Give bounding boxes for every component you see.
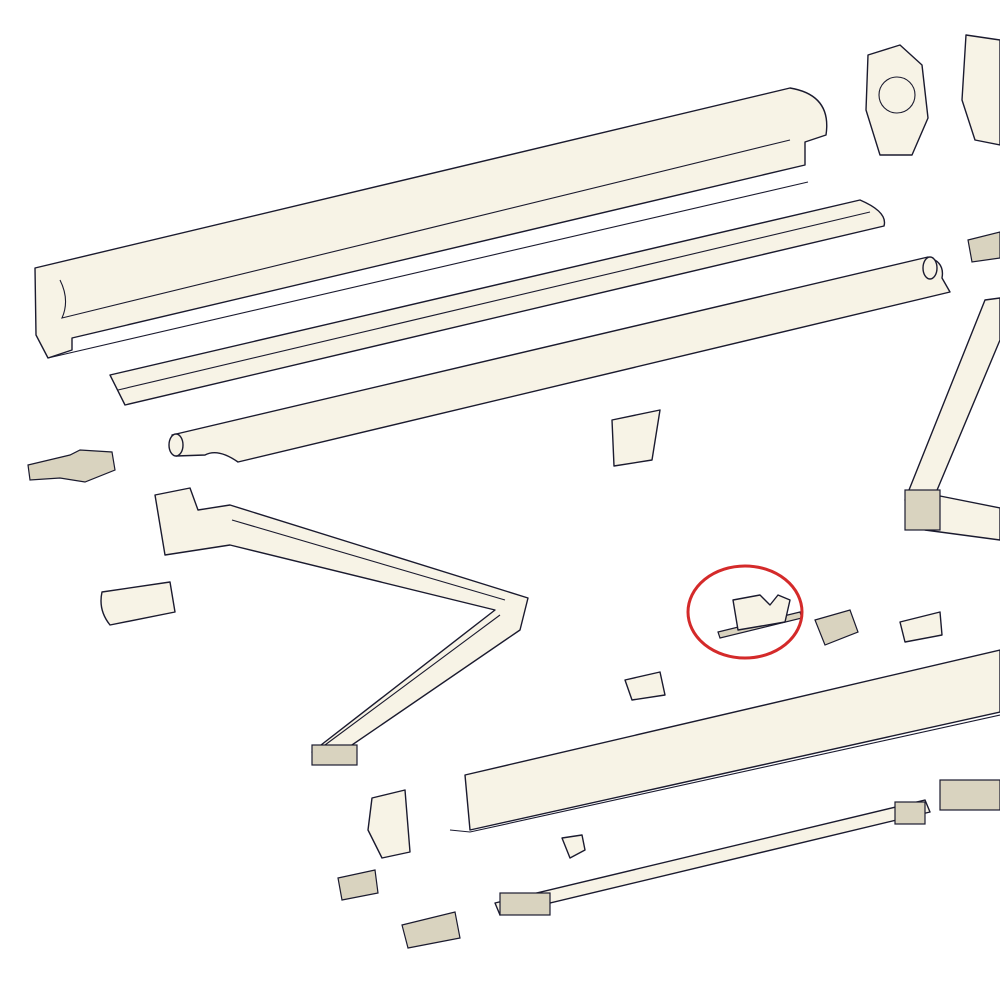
small-knob	[561, 834, 586, 859]
highlight-circle	[686, 564, 804, 660]
support-clip	[624, 671, 666, 701]
hinge-part	[899, 611, 943, 643]
roller-tube	[168, 256, 951, 463]
slide-insert	[401, 911, 461, 949]
arm-bracket-clip[interactable]	[717, 594, 803, 639]
end-bracket-left	[27, 449, 116, 483]
end-cap-small	[967, 231, 1000, 263]
mount-bracket	[814, 609, 859, 646]
right-folding-arm	[904, 297, 1000, 541]
end-cap-left	[100, 581, 176, 626]
front-rail	[449, 649, 1000, 833]
left-folding-arm	[154, 487, 529, 766]
front-profile-strip	[109, 199, 886, 406]
arm-end-cover	[367, 789, 411, 859]
lead-bar-rod	[494, 779, 1000, 916]
cover-plate	[611, 409, 661, 467]
cassette-case	[34, 87, 828, 359]
end-cap-housing	[865, 34, 1000, 156]
small-block	[337, 869, 379, 901]
